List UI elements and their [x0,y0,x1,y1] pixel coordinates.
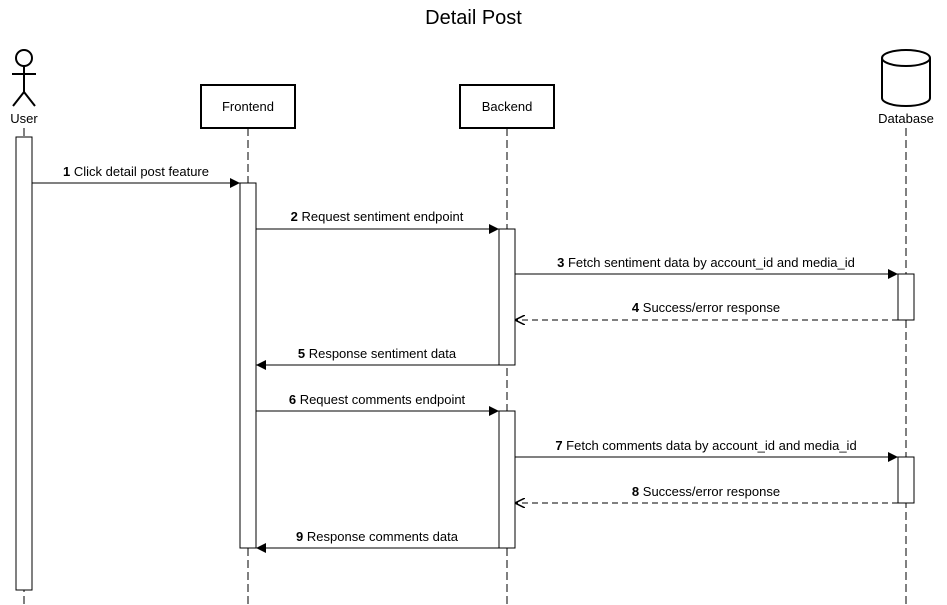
participant-frontend-label: Frontend [222,99,274,114]
message-1-label: 1 Click detail post feature [63,164,209,179]
activation-database-2 [897,456,915,504]
database-icon [881,49,931,107]
participant-backend-box [459,84,555,129]
activation-backend-1 [498,228,516,366]
actor-left-leg [12,91,25,107]
message-5-label: 5 Response sentiment data [298,346,457,361]
participant-user-label: User [10,111,38,126]
message-9-label: 9 Response comments data [296,529,459,544]
message-8-label: 8 Success/error response [632,484,780,499]
message-4-label: 4 Success/error response [632,300,780,315]
activation-database-1 [897,273,915,321]
activation-user [15,136,33,591]
actor-head [15,49,33,67]
participant-database-label: Database [878,111,934,126]
diagram-title: Detail Post [425,7,522,29]
actor-user [12,49,36,107]
participant-frontend-box [200,84,296,129]
actor-right-leg [23,91,36,107]
message-3-label: 3 Fetch sentiment data by account_id and… [557,255,855,270]
activation-frontend [239,182,257,549]
participant-backend-label: Backend [482,99,533,114]
message-6-label: 6 Request comments endpoint [289,392,466,407]
message-7-label: 7 Fetch comments data by account_id and … [555,438,856,453]
message-2-label: 2 Request sentiment endpoint [291,209,464,224]
activation-backend-2 [498,410,516,549]
